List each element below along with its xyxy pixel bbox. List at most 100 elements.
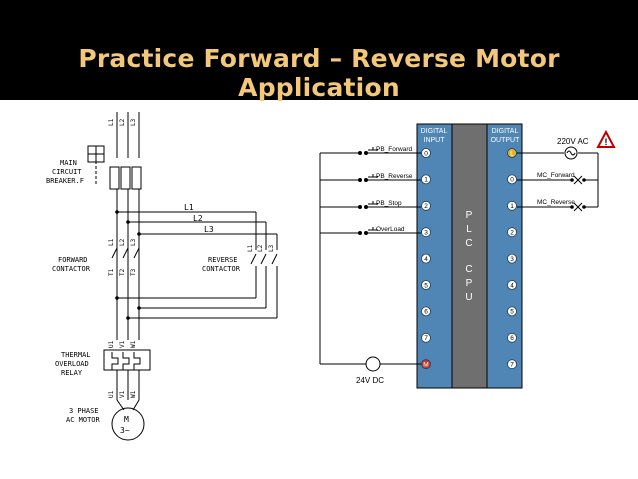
bus-label: L2 [193, 214, 203, 223]
terminal-label: U1 [108, 390, 115, 398]
output-terminal-label: 1 [510, 203, 514, 210]
terminal-label: T3 [130, 268, 137, 276]
output-terminal-screw [507, 227, 517, 238]
output-terminal-screw [507, 359, 517, 370]
svg-text:P: P [466, 278, 473, 289]
output-terminal-screw [507, 332, 517, 343]
terminal-label: V1 [119, 340, 126, 348]
phase-label: L1 [108, 118, 115, 126]
svg-text:C: C [465, 264, 472, 275]
mc-forward-label: MC_Forward [537, 172, 575, 179]
output-coil-terminals [570, 178, 586, 209]
input-terminal-label: 6 [424, 309, 428, 316]
input-terminal-screw [421, 148, 431, 158]
power-circuit-junctions [115, 210, 141, 320]
motor-label: AC MOTOR [66, 416, 101, 424]
svg-text:P: P [466, 210, 473, 221]
breaker-label: CIRCUIT [52, 168, 82, 176]
motor-symbol: 3~ [120, 426, 130, 435]
input-terminal-screw [421, 227, 431, 238]
terminal-label: T2 [119, 268, 126, 276]
svg-text:!: ! [605, 137, 608, 147]
pb-forward-label: PB_Forward [376, 146, 413, 153]
overload-input-label: OverLoad [376, 226, 405, 233]
terminal-label: L1 [247, 244, 254, 252]
digital-output-module [486, 123, 523, 389]
output-terminal-label: 6 [510, 335, 514, 342]
terminal-label: V1 [119, 390, 126, 398]
motor-symbol: M [124, 415, 129, 424]
pb-reverse-label: PB_Reverse [376, 173, 413, 180]
input-terminal-label: M [423, 362, 428, 369]
terminal-label: L1 [108, 238, 115, 246]
output-device-labels: MC_Forward MC_Reverse 220V AC [537, 137, 589, 206]
input-terminal-screw [421, 200, 431, 211]
forward-contactor-label: FORWARD [58, 256, 88, 264]
overload-label: OVERLOAD [55, 360, 89, 368]
output-terminal-label: 4 [510, 282, 514, 289]
left-diagram-labels: L1 L2 L3 MAIN CIRCUIT BREAKER.F L1 L2 L3… [46, 118, 275, 435]
svg-text:C: C [465, 238, 472, 249]
terminal-label: L3 [268, 244, 275, 252]
phase-label: L3 [130, 118, 137, 126]
terminal-label: T1 [108, 268, 115, 276]
terminal-label: L2 [257, 244, 264, 252]
output-terminal-screw [507, 174, 517, 185]
output-terminal-label: 2 [510, 230, 514, 237]
input-terminal-label: 1 [424, 177, 428, 184]
terminal-label: L3 [130, 238, 137, 246]
breaker-label: BREAKER.F [46, 177, 84, 185]
ac-supply-label: 220V AC [557, 137, 589, 146]
input-terminal-screw [421, 359, 431, 370]
input-header: INPUT [424, 137, 446, 144]
phase-label: L2 [119, 118, 126, 126]
input-terminal-label: 0 [424, 150, 428, 157]
bus-label: L1 [184, 203, 194, 212]
slide-title: Practice Forward – Reverse Motor Applica… [78, 44, 560, 102]
input-device-labels: PB_Forward PB_Reverse PB_Stop OverLoad 2… [356, 146, 413, 385]
pb-stop-label: PB_Stop [376, 200, 402, 207]
terminal-label: W1 [130, 390, 137, 398]
diagram-canvas: L1 L2 L3 MAIN CIRCUIT BREAKER.F L1 L2 L3… [46, 112, 616, 441]
plc-headers: DIGITAL INPUT DIGITAL OUTPUT [421, 128, 520, 144]
input-terminal-label: 4 [424, 256, 428, 263]
breaker-label: MAIN [60, 159, 77, 167]
terminal-label: W1 [130, 340, 137, 348]
input-wiring [319, 147, 421, 372]
dc-supply-label: 24V DC [356, 376, 384, 385]
reverse-contactor-label: CONTACTOR [202, 265, 241, 273]
output-terminal-screw [507, 148, 517, 158]
digital-input-module [416, 123, 453, 389]
plc-modules [416, 123, 523, 389]
input-contacts [358, 151, 368, 235]
output-header: DIGITAL [492, 128, 519, 135]
svg-text:U: U [465, 292, 472, 303]
input-terminal-screw [421, 332, 431, 343]
output-terminal-label: 7 [510, 362, 514, 369]
overload-label: THERMAL [61, 351, 91, 359]
warning-icon: ! [596, 129, 616, 148]
input-terminal-screw [421, 253, 431, 264]
input-terminal-screw [421, 174, 431, 185]
input-terminal-label: 2 [424, 203, 428, 210]
bus-label: L3 [204, 225, 214, 234]
input-header: DIGITAL [421, 128, 448, 135]
mc-reverse-label: MC_Reverse [537, 199, 575, 206]
input-terminal-label: 7 [424, 335, 428, 342]
cpu-module [451, 123, 488, 389]
output-header: OUTPUT [491, 137, 521, 144]
motor-label: 3 PHASE [69, 407, 99, 415]
output-terminal-screw [507, 200, 517, 211]
output-terminal-label: 0 [510, 177, 514, 184]
cpu-label: P L C C P U [465, 210, 472, 303]
overload-label: RELAY [61, 369, 83, 377]
output-terminal-screw [507, 280, 517, 290]
svg-text:L: L [466, 224, 472, 235]
reverse-contactor-label: REVERSE [208, 256, 238, 264]
output-terminal-screw [507, 306, 517, 317]
output-terminal-label: 3 [510, 256, 514, 263]
output-terminal-screw [507, 253, 517, 264]
title-bar [0, 0, 638, 100]
